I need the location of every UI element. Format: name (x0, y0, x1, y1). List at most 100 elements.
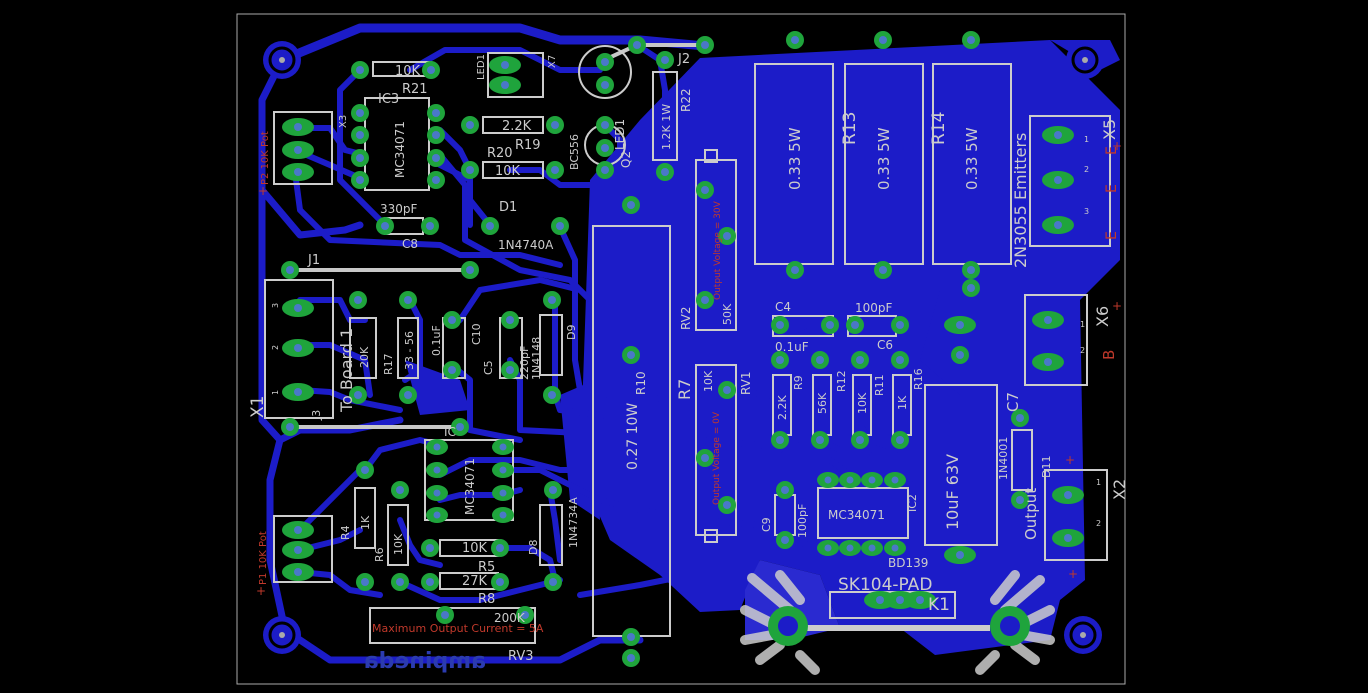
label-d9: D9 (565, 325, 578, 340)
label-r6-value: 10K (392, 533, 405, 555)
label-r17-value: 20K (358, 346, 371, 368)
label-r5: R5 (478, 560, 495, 575)
label-r13-value: 0.33 5W (875, 127, 893, 190)
label-rv3: RV3 (508, 649, 534, 664)
label-x3: X3 (338, 115, 349, 128)
label-rv3-value: 200K (494, 611, 526, 625)
label-bd139: BD139 (888, 556, 928, 570)
label-c5-value: 220pF (518, 346, 531, 380)
label-c9: C9 (760, 517, 773, 532)
label-x7: X7 (547, 55, 558, 68)
label-c6: C6 (877, 338, 893, 352)
label-c7-value: 10uF 63V (943, 454, 962, 530)
label-r14-value: 0.33 5W (963, 127, 981, 190)
label-x1: X1 (248, 396, 268, 418)
silkscreen-labels: 10K R21 IC3 MC34071 LED1 X7 J2 R22 1.2K … (248, 52, 1129, 674)
svg-text:+: + (258, 184, 268, 198)
label-rv1-note: Output Voltage = 0V (712, 411, 722, 505)
label-c10-value: 0.1uF (430, 325, 443, 356)
label-r10-value: 0.27 10W (625, 403, 641, 470)
svg-text:3: 3 (271, 303, 280, 308)
label-ic-part: MC34071 (463, 458, 477, 515)
svg-text:2: 2 (271, 345, 280, 350)
mounting-holes (263, 41, 1104, 654)
label-ic3: IC3 (378, 92, 399, 107)
svg-text:1: 1 (1080, 320, 1085, 329)
label-d11: D11 (1040, 456, 1053, 478)
label-r22-value: 1.2K 1W (660, 104, 673, 150)
svg-text:1: 1 (271, 390, 280, 395)
heatsink-sk104 (740, 570, 1055, 675)
label-r11: R11 (873, 374, 886, 396)
label-r4: R4 (339, 525, 352, 540)
label-e3: E (1104, 231, 1120, 240)
label-e1: E (1104, 146, 1120, 155)
label-c10: C10 (470, 323, 483, 345)
svg-text:2: 2 (1096, 519, 1101, 528)
label-r12-value: 56K (816, 392, 829, 414)
label-d9-part: 1N4148 (530, 337, 543, 380)
label-led1: LED1 (613, 119, 627, 150)
label-c6-value: 100pF (855, 301, 893, 315)
label-rv2-value: 50K (721, 303, 734, 325)
label-rv3-note: Maximum Output Current = 5A (372, 622, 544, 635)
board-outline (236, 13, 1126, 685)
label-c8: C8 (402, 237, 418, 251)
label-r12: R12 (835, 370, 848, 392)
label-q2: Q2 (619, 151, 633, 168)
label-r16-value: 1K (896, 395, 909, 410)
svg-text:3: 3 (1084, 207, 1089, 216)
label-r19: R19 (515, 138, 541, 153)
label-x2: X2 (1110, 479, 1129, 500)
label-ic2: IC2 (906, 494, 919, 512)
label-rv2: RV2 (679, 306, 693, 330)
label-ic3-part: MC34071 (393, 121, 407, 178)
pads (281, 31, 1084, 667)
label-r11-value: 10K (856, 392, 869, 414)
copper-traces (258, 23, 928, 664)
label-p2: P2 10K Pot (260, 131, 271, 185)
label-r8-value: 27K (462, 574, 488, 589)
label-rv2-note: Output Voltage = 30V (713, 200, 723, 300)
label-x5: X5 (1100, 119, 1119, 140)
label-x5-note: 2N3055 Emitters (1011, 133, 1030, 268)
svg-text:2: 2 (1080, 346, 1085, 355)
label-d8: D8 (527, 540, 540, 555)
label-c8-value: 330pF (380, 202, 418, 216)
label-d1-part: 1N4740A (498, 238, 554, 252)
label-j3: J3 (310, 410, 323, 421)
label-c4-value: 0.1uF (775, 340, 809, 354)
label-c7: C7 (1004, 392, 1022, 412)
label-r10: R10 (634, 371, 648, 395)
label-r8: R8 (478, 592, 495, 607)
label-r22: R22 (679, 88, 693, 112)
label-ic: IC (444, 425, 456, 439)
label-j2: J2 (677, 52, 690, 67)
label-r14: R14 (929, 112, 949, 145)
label-r9-value: 2.2K (776, 395, 789, 420)
label-r21: R21 (402, 82, 428, 97)
label-d8-part: 1N4734A (567, 497, 580, 548)
svg-text:1: 1 (1084, 135, 1089, 144)
label-r20: R20 (487, 146, 513, 161)
label-c5: C5 (482, 360, 495, 375)
label-r5-value: 10K (462, 541, 488, 556)
label-bc556: BC556 (568, 134, 581, 170)
label-output: Output (1022, 488, 1040, 540)
label-x6: X6 (1093, 306, 1112, 327)
svg-text:+: + (1112, 299, 1122, 313)
label-d11-part: 1N4001 (997, 437, 1010, 480)
label-r17: R17 (382, 353, 395, 375)
svg-text:+: + (1068, 567, 1078, 581)
label-b: B (1100, 350, 1118, 360)
label-ic2-part: MC34071 (828, 508, 885, 522)
svg-text:+: + (1112, 139, 1122, 153)
label-r6: R6 (373, 547, 386, 562)
label-e2: E (1104, 184, 1120, 193)
label-r13: R13 (840, 112, 860, 145)
svg-text:+: + (256, 584, 266, 598)
svg-text:1: 1 (1096, 478, 1101, 487)
svg-text:+: + (1065, 453, 1075, 467)
label-r4-value: 1K (359, 515, 372, 530)
label-j1: J1 (307, 253, 320, 268)
